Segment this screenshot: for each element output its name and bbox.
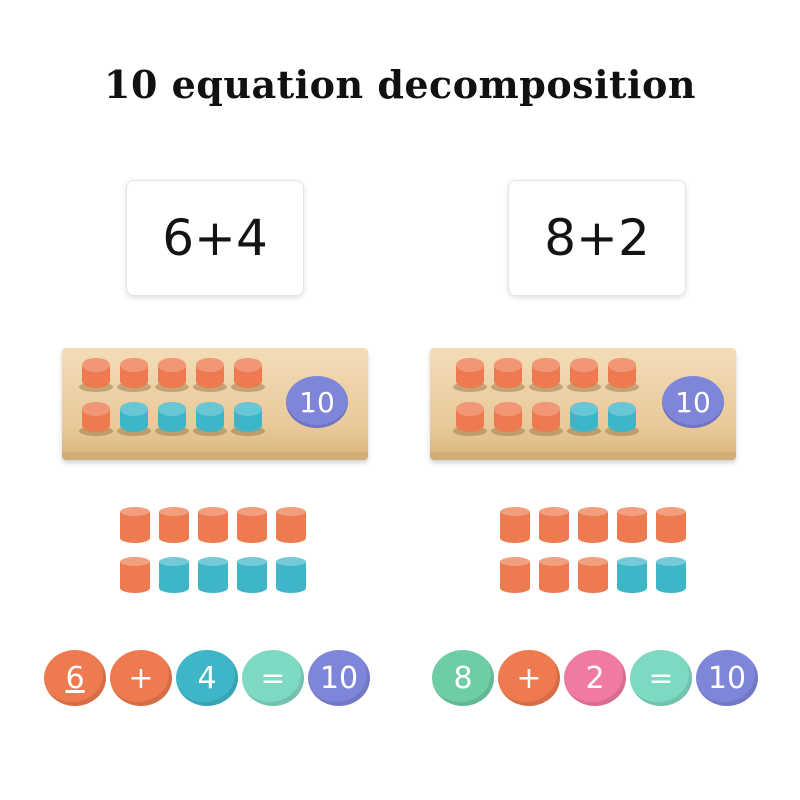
ten-badge: 10 — [662, 376, 724, 428]
loose-piece — [578, 507, 608, 543]
coin-label: 2 — [585, 660, 605, 696]
coin-label: 10 — [707, 660, 747, 696]
board-peg — [196, 402, 224, 432]
loose-piece — [198, 557, 228, 593]
number-coin: 6 — [44, 650, 106, 706]
wooden-board: 10 — [62, 348, 368, 460]
board-peg — [570, 402, 598, 432]
ten-badge: 10 — [286, 376, 348, 428]
coin-label: + — [516, 660, 542, 696]
board-peg — [456, 358, 484, 388]
number-coin: = — [630, 650, 692, 706]
number-coin: 2 — [564, 650, 626, 706]
loose-piece — [578, 557, 608, 593]
loose-piece — [500, 507, 530, 543]
loose-piece — [617, 557, 647, 593]
coin-label: 8 — [453, 660, 473, 696]
equation-card: 6+4 — [126, 180, 304, 296]
board-peg — [608, 358, 636, 388]
loose-piece — [617, 507, 647, 543]
coin-label: + — [128, 660, 154, 696]
loose-piece — [237, 507, 267, 543]
loose-piece — [656, 507, 686, 543]
number-coin: 4 — [176, 650, 238, 706]
board-peg — [158, 358, 186, 388]
board-peg — [570, 358, 598, 388]
number-coin: 8 — [432, 650, 494, 706]
equation-card: 8+2 — [508, 180, 686, 296]
board-peg — [456, 402, 484, 432]
number-coin: 10 — [308, 650, 370, 706]
board-peg — [120, 358, 148, 388]
board-peg — [532, 358, 560, 388]
page-title: 10 equation decomposition — [104, 62, 696, 107]
wooden-board: 10 — [430, 348, 736, 460]
board-peg — [532, 402, 560, 432]
board-peg — [120, 402, 148, 432]
coin-label: 10 — [319, 660, 359, 696]
coin-label: 4 — [197, 660, 217, 696]
loose-piece — [120, 507, 150, 543]
board-peg — [494, 358, 522, 388]
board-peg — [234, 402, 262, 432]
loose-piece — [120, 557, 150, 593]
loose-piece — [159, 557, 189, 593]
board-peg — [234, 358, 262, 388]
number-coin: + — [498, 650, 560, 706]
board-peg — [158, 402, 186, 432]
loose-piece — [539, 557, 569, 593]
number-coin: 10 — [696, 650, 758, 706]
loose-piece — [276, 557, 306, 593]
board-peg — [494, 402, 522, 432]
loose-piece — [500, 557, 530, 593]
number-coin: + — [110, 650, 172, 706]
number-coin: = — [242, 650, 304, 706]
loose-piece — [539, 507, 569, 543]
coin-label: = — [260, 660, 286, 696]
loose-piece — [656, 557, 686, 593]
loose-piece — [159, 507, 189, 543]
board-peg — [82, 402, 110, 432]
board-peg — [82, 358, 110, 388]
coin-label: = — [648, 660, 674, 696]
board-peg — [196, 358, 224, 388]
loose-piece — [237, 557, 267, 593]
coin-label: 6 — [65, 660, 85, 696]
board-peg — [608, 402, 636, 432]
loose-piece — [198, 507, 228, 543]
loose-piece — [276, 507, 306, 543]
